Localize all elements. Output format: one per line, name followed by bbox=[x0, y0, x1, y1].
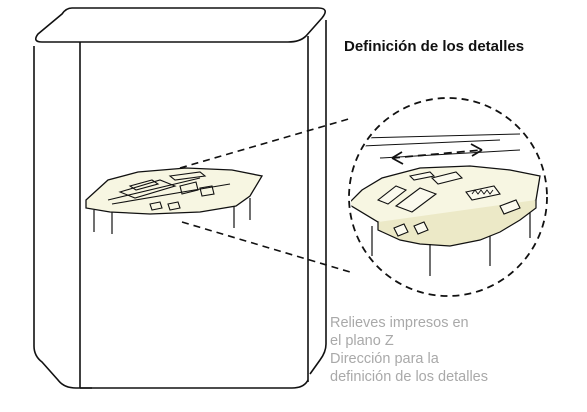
caption-direccion: Dirección para la bbox=[330, 351, 439, 367]
diagram-title: Definición de los detalles bbox=[344, 38, 525, 55]
caption-plano-z: el plano Z bbox=[330, 333, 394, 349]
caption-relieves: Relieves impresos en bbox=[330, 315, 469, 331]
double-headed-arrow-icon bbox=[391, 143, 483, 165]
build-volume bbox=[33, 7, 327, 389]
caption-definicion: definición de los detalles bbox=[330, 369, 488, 385]
magnified-detail-circle bbox=[348, 97, 548, 297]
printed-part bbox=[85, 167, 264, 234]
magnify-connector-lines bbox=[179, 117, 353, 273]
